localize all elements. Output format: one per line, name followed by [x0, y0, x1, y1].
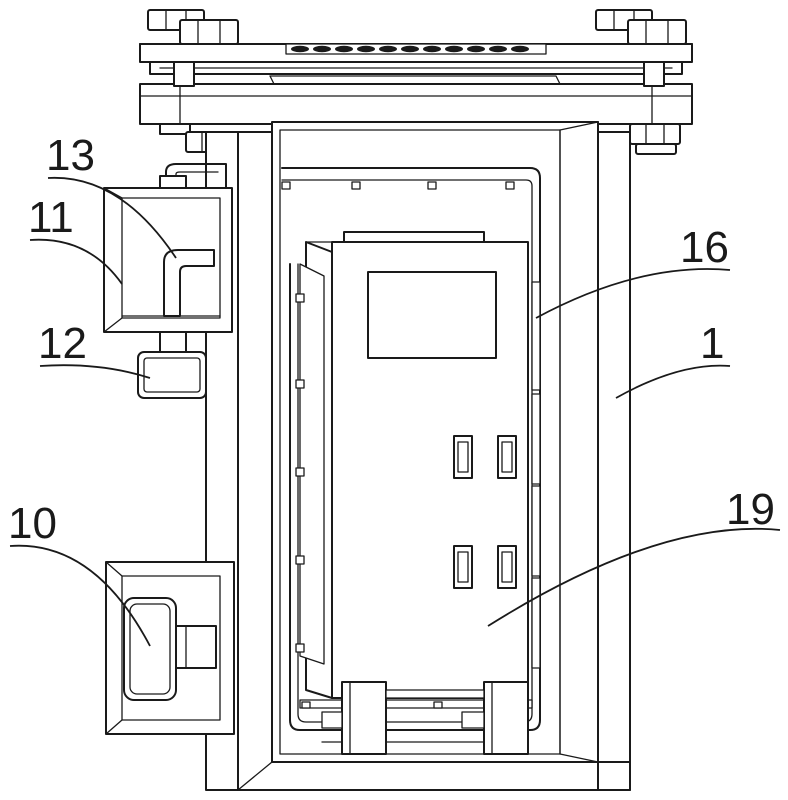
display-window: [368, 272, 496, 358]
valve: [138, 332, 206, 398]
label-text-10: 10: [8, 499, 57, 548]
valve-body: [138, 352, 206, 398]
mounting-bar: [140, 84, 692, 124]
cabinet-lid: [344, 232, 484, 242]
label-text-16: 16: [680, 223, 729, 272]
leader-1: [616, 366, 730, 398]
label-text-12: 12: [38, 319, 87, 368]
motor-shaft: [176, 626, 216, 668]
label-text-19: 19: [726, 485, 775, 534]
label-1: 1: [616, 319, 730, 398]
label-text-13: 13: [46, 131, 95, 180]
control-cabinet: [296, 232, 528, 754]
vent-grille: [286, 44, 546, 54]
bolt-left: [148, 10, 238, 152]
label-text-11: 11: [28, 193, 74, 242]
electric-unit-box: [106, 562, 234, 734]
motor: [124, 598, 176, 700]
label-text-1: 1: [700, 319, 724, 368]
foot-left: [342, 682, 386, 754]
foot-right: [484, 682, 528, 754]
